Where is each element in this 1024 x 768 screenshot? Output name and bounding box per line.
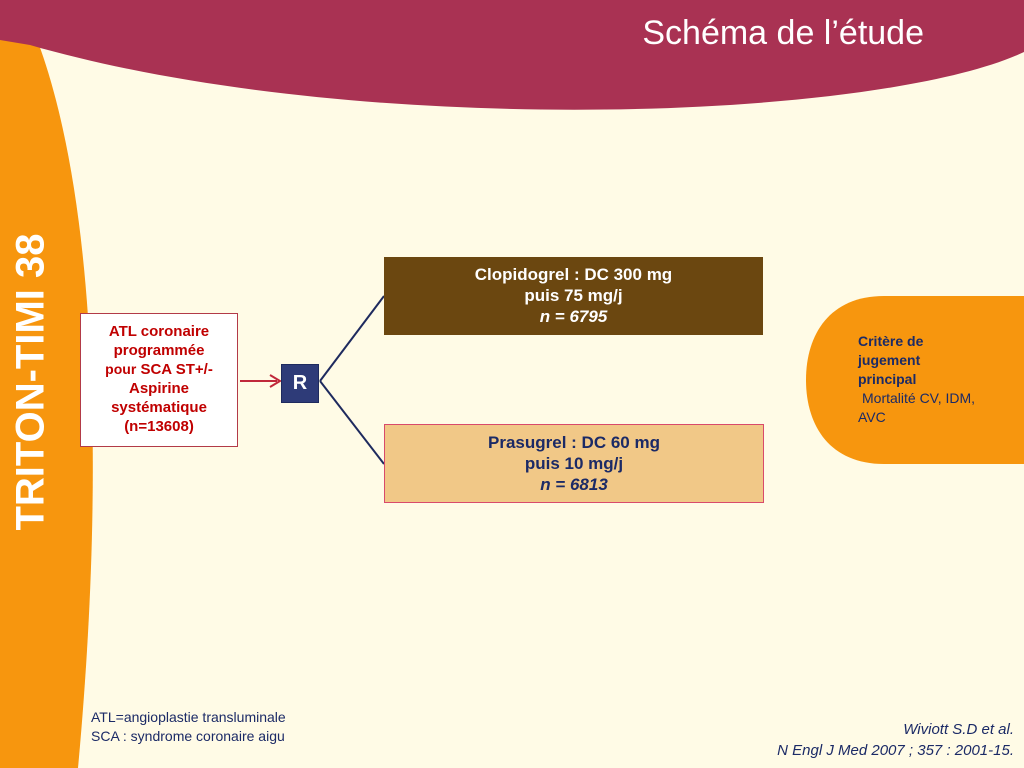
population-arrowhead <box>269 374 282 388</box>
citation-journal: N Engl J Med 2007 ; 357 : 2001-15. <box>777 742 1014 759</box>
study-name-text: TRITON-TIMI 38 <box>8 233 53 531</box>
endpoint-shape <box>806 296 1024 464</box>
population-line-3: pour SCA ST+/- <box>81 360 237 379</box>
endpoint-title-line-1: Critère de <box>858 333 924 349</box>
clopidogrel-n: n = 6795 <box>539 307 608 326</box>
population-line-5: systématique <box>111 399 207 416</box>
population-line-1: ATL coronaire <box>108 323 210 340</box>
citation: Wiviott S.D et al. N Engl J Med 2007 ; 3… <box>777 719 1014 761</box>
footnote-line-1: ATL=angioplastie transluminale <box>91 709 286 725</box>
population-line-6: (n=13608) <box>124 418 194 435</box>
prasugrel-n: n = 6813 <box>540 475 608 494</box>
branch-line-clopidogrel <box>319 295 385 382</box>
population-line-2: programmée <box>113 342 205 359</box>
abbreviations-footnote: ATL=angioplastie transluminale SCA : syn… <box>91 708 286 746</box>
prasugrel-dose-loading: Prasugrel : DC 60 mg <box>488 433 660 452</box>
randomization-box: R <box>281 364 319 403</box>
endpoint-title-line-2: jugement <box>858 352 921 368</box>
side-band <box>0 0 93 768</box>
footnote-line-2: SCA : syndrome coronaire aigu <box>91 728 285 744</box>
title-band <box>0 0 1024 110</box>
population-line-3-prefix: pour <box>105 361 137 377</box>
endpoint-value-line-1: Mortalité CV, IDM, <box>862 390 976 406</box>
endpoint-value-line-2: AVC <box>858 409 886 425</box>
population-box: ATL coronaire programmée pour SCA ST+/- … <box>80 313 238 447</box>
clopidogrel-dose-maintenance: puis 75 mg/j <box>524 286 623 305</box>
clopidogrel-arm-box: Clopidogrel : DC 300 mg puis 75 mg/j n =… <box>384 257 763 335</box>
prasugrel-arm-box: Prasugrel : DC 60 mg puis 10 mg/j n = 68… <box>384 424 764 503</box>
clopidogrel-dose-loading: Clopidogrel : DC 300 mg <box>474 265 673 284</box>
primary-endpoint: Critère de jugement principal Mortalité … <box>858 332 1018 427</box>
citation-authors: Wiviott S.D et al. <box>903 721 1014 738</box>
prasugrel-dose-maintenance: puis 10 mg/j <box>524 454 624 473</box>
page-title: Schéma de l’étude <box>642 14 924 52</box>
population-line-4: Aspirine <box>128 380 189 397</box>
endpoint-title-line-3: principal <box>858 371 917 387</box>
branch-line-prasugrel <box>319 380 385 465</box>
population-line-3-rest: SCA ST+/- <box>136 361 213 378</box>
